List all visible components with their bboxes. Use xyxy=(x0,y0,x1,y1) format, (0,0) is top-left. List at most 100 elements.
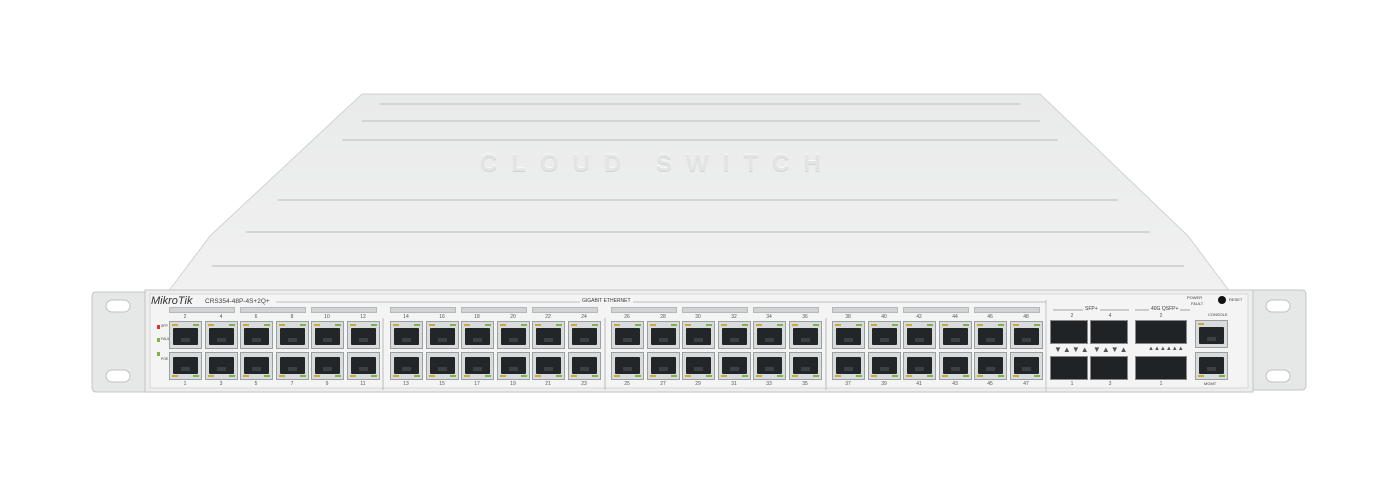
ethernet-port-16[interactable] xyxy=(426,321,459,349)
qsfp-port-2[interactable] xyxy=(1135,320,1187,344)
ethernet-port-22[interactable] xyxy=(532,321,565,349)
port-number-bottom: 21 xyxy=(545,381,551,387)
ethernet-port-11[interactable] xyxy=(347,352,380,380)
ethernet-port-39[interactable] xyxy=(868,352,901,380)
ethernet-port-45[interactable] xyxy=(974,352,1007,380)
port-number-top: 6 xyxy=(254,314,258,320)
ethernet-port-24[interactable] xyxy=(568,321,601,349)
port-number-top: 16 xyxy=(439,314,445,320)
sfp-port-4[interactable] xyxy=(1090,320,1128,344)
ethernet-port-6[interactable] xyxy=(240,321,273,349)
ethernet-port-5[interactable] xyxy=(240,352,273,380)
ethernet-port-15[interactable] xyxy=(426,352,459,380)
port-number-bottom: 41 xyxy=(916,381,922,387)
ethernet-port-20[interactable] xyxy=(497,321,530,349)
console-port[interactable] xyxy=(1195,320,1228,348)
ethernet-port-40[interactable] xyxy=(868,321,901,349)
port-number-top: 12 xyxy=(360,314,366,320)
ethernet-port-42[interactable] xyxy=(903,321,936,349)
port-label-tab xyxy=(974,307,1040,313)
ethernet-port-1[interactable] xyxy=(169,352,202,380)
ethernet-port-32[interactable] xyxy=(718,321,751,349)
qsfp-port-1[interactable] xyxy=(1135,356,1187,380)
ethernet-port-7[interactable] xyxy=(276,352,309,380)
port-label-tab xyxy=(240,307,306,313)
port-number-bottom: 47 xyxy=(1023,381,1029,387)
led-label-sfp: SFP xyxy=(161,324,168,328)
ethernet-port-14[interactable] xyxy=(390,321,423,349)
port-number-top: 4 xyxy=(219,314,223,320)
port-number-top: 10 xyxy=(324,314,330,320)
port-number-bottom: 15 xyxy=(439,381,445,387)
ethernet-port-17[interactable] xyxy=(461,352,494,380)
ethernet-port-19[interactable] xyxy=(497,352,530,380)
port-number-bottom: 1 xyxy=(183,381,187,387)
ethernet-port-2[interactable] xyxy=(169,321,202,349)
ethernet-port-8[interactable] xyxy=(276,321,309,349)
power-label: POWER xyxy=(1187,295,1203,300)
ethernet-port-35[interactable] xyxy=(789,352,822,380)
sfp-port-3[interactable] xyxy=(1090,356,1128,380)
port-number-bottom: 43 xyxy=(952,381,958,387)
ethernet-port-37[interactable] xyxy=(832,352,865,380)
ethernet-port-25[interactable] xyxy=(611,352,644,380)
ethernet-port-10[interactable] xyxy=(311,321,344,349)
port-number-top: 30 xyxy=(695,314,701,320)
ethernet-port-48[interactable] xyxy=(1010,321,1043,349)
port-number-top: 18 xyxy=(474,314,480,320)
mgmt-label: MGMT xyxy=(1204,381,1217,386)
sfp-port-2[interactable] xyxy=(1050,320,1088,344)
reset-button[interactable] xyxy=(1218,296,1226,304)
ethernet-port-31[interactable] xyxy=(718,352,751,380)
port-number-bottom: 29 xyxy=(695,381,701,387)
ethernet-port-30[interactable] xyxy=(682,321,715,349)
ethernet-port-43[interactable] xyxy=(939,352,972,380)
ethernet-port-46[interactable] xyxy=(974,321,1007,349)
ethernet-port-33[interactable] xyxy=(753,352,786,380)
ethernet-port-28[interactable] xyxy=(647,321,680,349)
ethernet-port-3[interactable] xyxy=(205,352,238,380)
port-number-bottom: 19 xyxy=(510,381,516,387)
port-number-bottom: 31 xyxy=(731,381,737,387)
port-number-bottom: 39 xyxy=(881,381,887,387)
port-number-top: 44 xyxy=(952,314,958,320)
ethernet-port-23[interactable] xyxy=(568,352,601,380)
port-number-top: 2 xyxy=(183,314,187,320)
ethernet-port-34[interactable] xyxy=(753,321,786,349)
ethernet-port-44[interactable] xyxy=(939,321,972,349)
ethernet-port-29[interactable] xyxy=(682,352,715,380)
ethernet-port-21[interactable] xyxy=(532,352,565,380)
ethernet-port-13[interactable] xyxy=(390,352,423,380)
port-label-tab xyxy=(311,307,377,313)
reset-label: RESET xyxy=(1229,297,1243,302)
port-number-bottom: 3 xyxy=(219,381,223,387)
ethernet-port-26[interactable] xyxy=(611,321,644,349)
led-label-poe: POE OUT xyxy=(161,357,177,361)
ethernet-port-18[interactable] xyxy=(461,321,494,349)
sfp-section-label: SFP+ xyxy=(1083,306,1100,312)
port-number-bottom: 37 xyxy=(845,381,851,387)
ethernet-port-9[interactable] xyxy=(311,352,344,380)
port-number-top: 26 xyxy=(624,314,630,320)
ethernet-port-4[interactable] xyxy=(205,321,238,349)
ethernet-port-47[interactable] xyxy=(1010,352,1043,380)
port-number-bottom: 35 xyxy=(802,381,808,387)
port-number-bottom: 27 xyxy=(660,381,666,387)
port-number-bottom: 5 xyxy=(254,381,258,387)
model-label: CRS354-48P-4S+2Q+ xyxy=(205,298,270,305)
ethernet-port-41[interactable] xyxy=(903,352,936,380)
ethernet-port-36[interactable] xyxy=(789,321,822,349)
ethernet-port-38[interactable] xyxy=(832,321,865,349)
ethernet-port-12[interactable] xyxy=(347,321,380,349)
port-number-top: 48 xyxy=(1023,314,1029,320)
port-number-bottom: 9 xyxy=(325,381,329,387)
port-number-top: 38 xyxy=(845,314,851,320)
mgmt-port[interactable] xyxy=(1195,352,1228,380)
ethernet-port-27[interactable] xyxy=(647,352,680,380)
port-label-tab xyxy=(682,307,748,313)
sfp-port-number-1: 1 xyxy=(1070,381,1074,387)
sfp-port-number-3: 3 xyxy=(1108,381,1112,387)
fault-label: FAULT xyxy=(1191,301,1204,306)
sfp-port-1[interactable] xyxy=(1050,356,1088,380)
